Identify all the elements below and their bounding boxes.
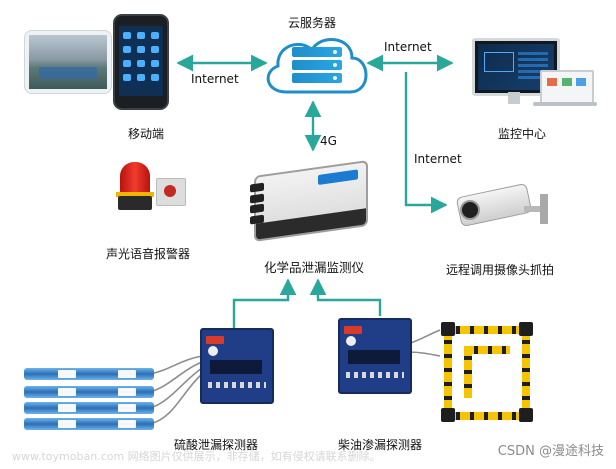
acid-sensor-cable-4 [24, 418, 154, 430]
acid-detector-label: 硫酸泄漏探测器 [174, 438, 259, 452]
laptop-icon [540, 70, 594, 104]
csdn-credit: CSDN @漫途科技 [497, 444, 604, 459]
oil-detector-board-icon [338, 318, 412, 394]
internet-camera-label: Internet [414, 152, 462, 166]
link-cloud-camera [404, 72, 448, 214]
oil-detector-label: 柴油渗漏探测器 [338, 438, 423, 452]
oil-sensor-wires [407, 329, 441, 357]
rope-corner-br [519, 408, 533, 422]
mobile-label: 移动端 [128, 127, 165, 141]
internet-left-label: Internet [191, 72, 239, 86]
oil-sensor-rope-bottom [446, 412, 526, 420]
acid-sensor-wires [149, 355, 203, 425]
link-oil-device [309, 278, 382, 316]
cloud-server-label: 云服务器 [288, 16, 337, 30]
internet-right-label: Internet [384, 40, 432, 54]
monitor-center-screen-icon [472, 38, 560, 96]
mobile-phone-icon [113, 14, 169, 110]
acid-sensor-cable-2 [24, 386, 154, 398]
acid-detector-board-icon [200, 328, 274, 404]
camera-icon [450, 182, 550, 230]
rope-corner-tr [519, 322, 533, 336]
server-icon [292, 47, 342, 83]
rope-corner-tl [441, 322, 455, 336]
laptop-base [533, 102, 597, 106]
acid-sensor-cable-1 [24, 368, 154, 380]
mobile-photo [24, 30, 112, 94]
monitor-stand [508, 92, 520, 104]
monitor-device-label: 化学品泄漏监测仪 [264, 260, 365, 275]
alarm-light-icon [116, 162, 154, 212]
acid-sensor-cable-3 [24, 402, 154, 414]
oil-sensor-rope-inner-h [464, 346, 510, 354]
watermark-text: www.toymoban.com 网络图片仅供展示，非存储，如有侵权请联系删除。 [12, 450, 381, 463]
oil-sensor-rope-top [446, 326, 526, 334]
oil-sensor-rope-left [444, 330, 452, 416]
oil-sensor-rope-inner [464, 346, 472, 398]
network-4g-label: 4G [320, 134, 337, 148]
monitor-center-label: 监控中心 [498, 127, 547, 141]
link-acid-device [232, 278, 297, 328]
alarm-label: 声光语音报警器 [106, 247, 191, 261]
oil-sensor-rope-right [522, 330, 530, 416]
speaker-icon [156, 178, 186, 206]
camera-label: 远程调用摄像头抓拍 [446, 263, 555, 277]
rope-corner-bl [441, 408, 455, 422]
